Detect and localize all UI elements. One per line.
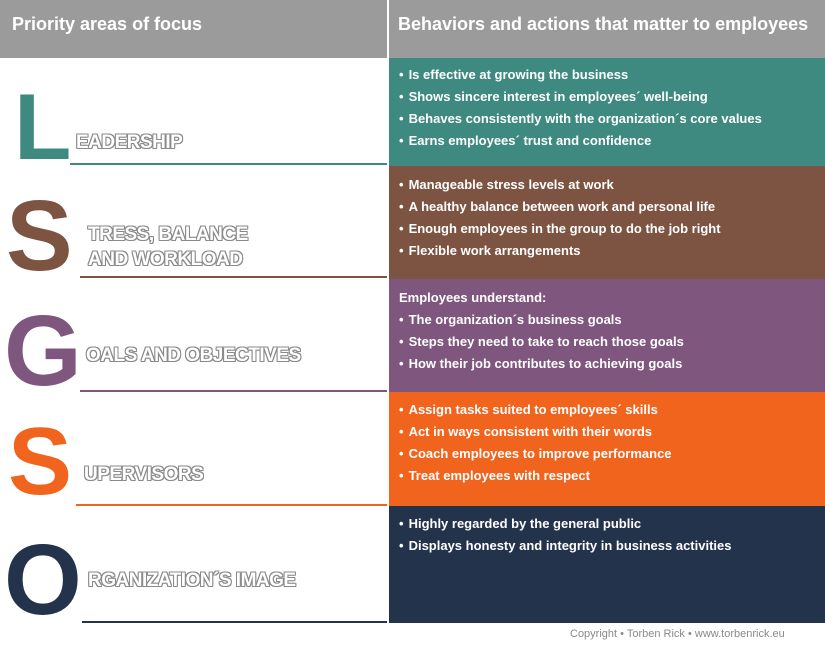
- list-item: •A healthy balance between work and pers…: [399, 199, 716, 214]
- big-letter-l: L: [14, 74, 72, 179]
- stress-underline: [80, 276, 389, 278]
- supervisors-box: •Assign tasks suited to employees´ skill…: [389, 392, 825, 506]
- goals-label: OALS AND OBJECTIVES: [86, 343, 301, 368]
- table-header: Priority areas of focus Behaviors and ac…: [0, 0, 825, 58]
- organization-image-box: •Highly regarded by the general public •…: [389, 506, 825, 623]
- list-item: •Shows sincere interest in employees´ we…: [399, 89, 708, 104]
- row-supervisors: S UPERVISORS •Assign tasks suited to emp…: [0, 392, 825, 510]
- list-item: •Treat employees with respect: [399, 468, 590, 483]
- list-item: •Coach employees to improve performance: [399, 446, 672, 461]
- list-item: •Earns employees´ trust and confidence: [399, 133, 652, 148]
- big-letter-s-supervisors: S: [8, 408, 73, 515]
- list-item: •Assign tasks suited to employees´ skill…: [399, 402, 658, 417]
- list-item: •The organization´s business goals: [399, 312, 622, 327]
- leadership-box: •Is effective at growing the business •S…: [389, 58, 825, 166]
- stress-label-line-1: TRESS, BALANCE: [88, 224, 248, 245]
- supervisors-label-line: UPERVISORS: [84, 464, 204, 485]
- column-divider: [387, 58, 389, 623]
- list-item: •Manageable stress levels at work: [399, 177, 614, 192]
- supervisors-label: UPERVISORS: [84, 462, 204, 487]
- row-goals: G OALS AND OBJECTIVES Employees understa…: [0, 279, 825, 401]
- leadership-underline: [70, 163, 389, 165]
- organization-image-label: RGANIZATION´S IMAGE: [88, 568, 296, 593]
- organization-image-underline: [82, 621, 389, 623]
- list-item: •Is effective at growing the business: [399, 67, 629, 82]
- organization-image-label-line: RGANIZATION´S IMAGE: [88, 570, 296, 591]
- list-item: •Steps they need to take to reach those …: [399, 334, 684, 349]
- header-divider: [387, 0, 389, 58]
- row-leadership: L EADERSHIP •Is effective at growing the…: [0, 58, 825, 174]
- stress-label: TRESS, BALANCE AND WORKLOAD: [88, 222, 248, 272]
- big-letter-g: G: [4, 295, 82, 407]
- leadership-label: EADERSHIP: [76, 130, 183, 155]
- list-item: •Displays honesty and integrity in busin…: [399, 538, 732, 553]
- list-item: •Flexible work arrangements: [399, 243, 581, 258]
- goals-box: Employees understand: •The organization´…: [389, 279, 825, 392]
- goals-intro: Employees understand:: [399, 290, 547, 305]
- goals-label-line: OALS AND OBJECTIVES: [86, 345, 301, 366]
- header-left-title: Priority areas of focus: [12, 14, 203, 34]
- list-item: •Act in ways consistent with their words: [399, 424, 652, 439]
- copyright-footer: Copyright • Torben Rick • www.torbenrick…: [570, 628, 785, 640]
- goals-underline: [80, 390, 389, 392]
- list-item: •Highly regarded by the general public: [399, 516, 642, 531]
- list-item: •How their job contributes to achieving …: [399, 356, 683, 371]
- stress-box: •Manageable stress levels at work •A hea…: [389, 166, 825, 279]
- stress-label-line-2: AND WORKLOAD: [88, 249, 243, 270]
- list-item: •Behaves consistently with the organizat…: [399, 111, 762, 126]
- header-right-title: Behaviors and actions that matter to emp…: [398, 14, 809, 34]
- big-letter-o: O: [4, 524, 82, 636]
- supervisors-underline: [76, 504, 389, 506]
- leadership-label-line: EADERSHIP: [76, 132, 183, 153]
- row-stress: S TRESS, BALANCE AND WORKLOAD •Manageabl…: [0, 166, 825, 286]
- row-organization-image: O RGANIZATION´S IMAGE •Highly regarded b…: [0, 506, 825, 630]
- list-item: •Enough employees in the group to do the…: [399, 221, 721, 236]
- big-letter-s: S: [6, 180, 73, 292]
